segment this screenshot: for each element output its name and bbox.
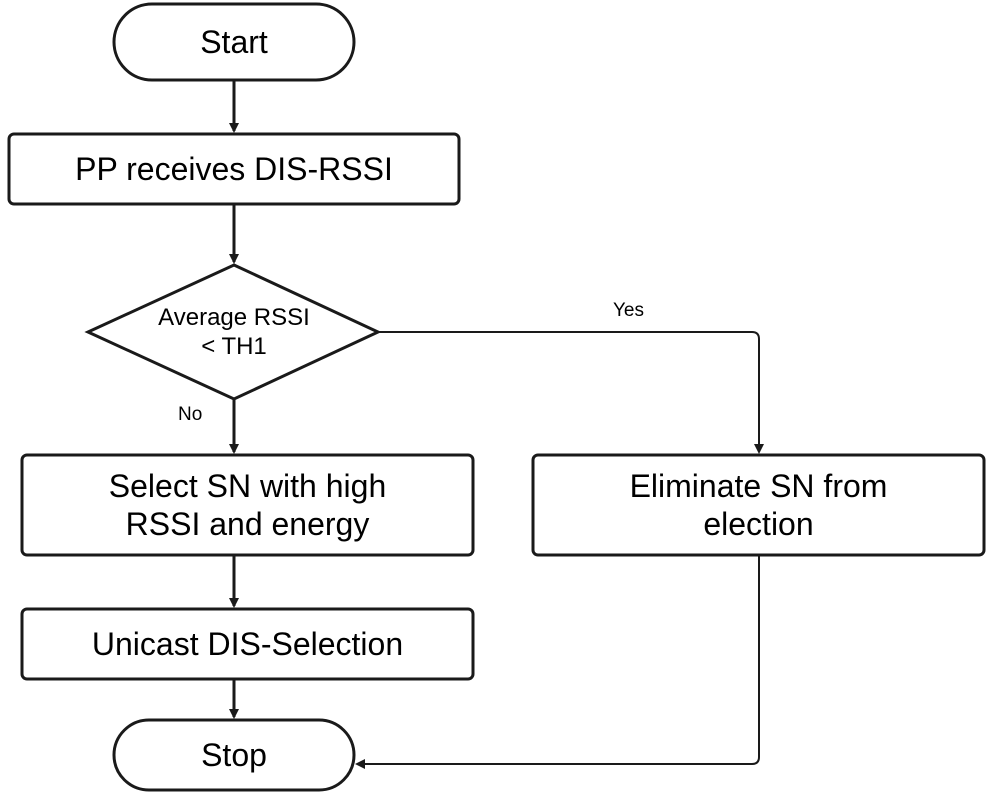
- receive-label: PP receives DIS-RSSI: [75, 150, 393, 187]
- unicast-box-shape: [20, 607, 475, 681]
- select-label: Select SN with high RSSI and energy: [108, 467, 387, 542]
- start-label: Start: [200, 23, 268, 60]
- unicast-label: Unicast DIS-Selection: [91, 625, 404, 662]
- eliminate-label: Eliminate SN from election: [629, 467, 888, 542]
- decision-label: Average RSSI < TH1: [158, 304, 310, 360]
- edge-decision-to-eliminate: [378, 331, 764, 454]
- edge-eliminate-to-stop: [355, 555, 760, 769]
- yes-edge-label: Yes: [613, 300, 644, 321]
- stop-terminal-shape: [112, 718, 356, 792]
- select-box-shape: [20, 453, 475, 557]
- no-edge-label: No: [178, 404, 203, 425]
- stop-label: Stop: [201, 736, 267, 773]
